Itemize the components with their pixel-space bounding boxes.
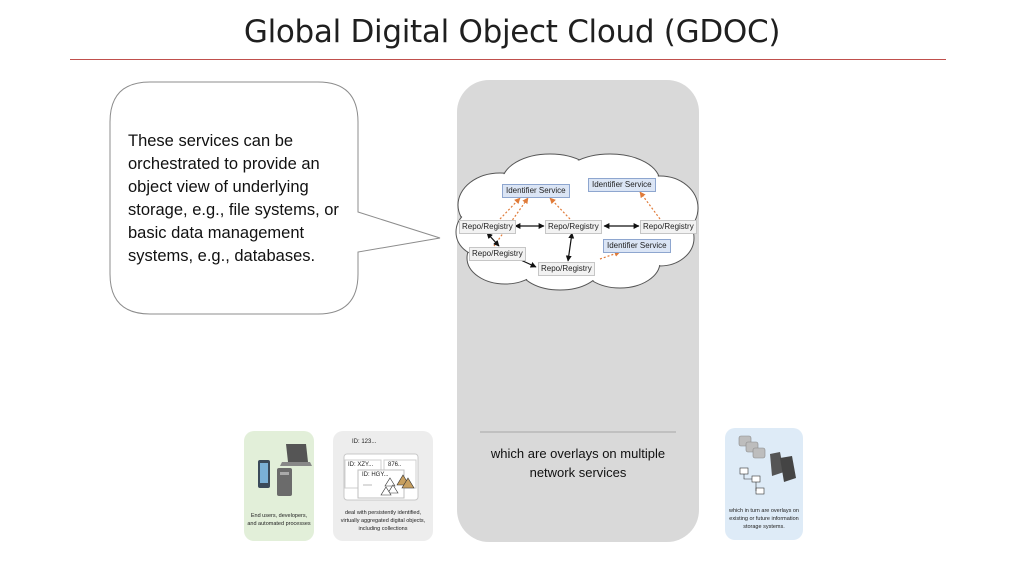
triangle-icon xyxy=(384,477,396,487)
repo-registry-label: Repo/Registry xyxy=(538,262,595,276)
identifier-service-label: Identifier Service xyxy=(603,239,671,253)
solid-arrow xyxy=(486,232,500,247)
id-label: ID: 123... xyxy=(352,439,377,445)
users-card-icons xyxy=(258,444,312,496)
database-icon xyxy=(738,435,766,459)
dashed-arrow xyxy=(599,250,621,260)
id-label: ID: XZY... xyxy=(348,462,374,468)
speech-bubble xyxy=(109,81,441,315)
overlay-text: which are overlays on multiple network s… xyxy=(490,446,666,480)
server-icon xyxy=(780,456,796,482)
callout-text: These services can be orchestrated to pr… xyxy=(128,132,339,265)
id-label: ID: HGY... xyxy=(362,472,389,478)
repo-registry-label: Repo/Registry xyxy=(469,247,526,261)
identifier-service-label: Identifier Service xyxy=(502,184,570,198)
triangle-icon xyxy=(401,477,415,489)
repo-registry-label: Repo/Registry xyxy=(545,220,602,234)
triangle-icon xyxy=(380,486,392,496)
dashed-arrow xyxy=(549,197,571,220)
storage-card-caption: which in turn are overlays on existing o… xyxy=(728,508,799,530)
dashed-arrow xyxy=(639,191,661,220)
objects-card-caption: deal with persistently identified, virtu… xyxy=(340,510,426,532)
users-card-caption: End users, developers, and automated pro… xyxy=(247,513,311,527)
solid-arrow xyxy=(565,232,575,262)
laptop-icon xyxy=(286,444,308,462)
identifier-service-label: Identifier Service xyxy=(588,178,656,192)
tree-icon xyxy=(739,467,765,495)
triangle-icon xyxy=(387,484,399,494)
repo-registry-label: Repo/Registry xyxy=(459,220,516,234)
solid-links xyxy=(486,223,640,268)
storage-card-icons xyxy=(738,435,796,495)
id-label: 876.. xyxy=(388,462,402,468)
page-title: Global Digital Object Cloud (GDOC) xyxy=(243,14,781,50)
objects-card-docs xyxy=(343,453,419,501)
repo-registry-label: Repo/Registry xyxy=(640,220,697,234)
dashed-arrow xyxy=(499,197,521,220)
title-divider xyxy=(70,59,946,60)
